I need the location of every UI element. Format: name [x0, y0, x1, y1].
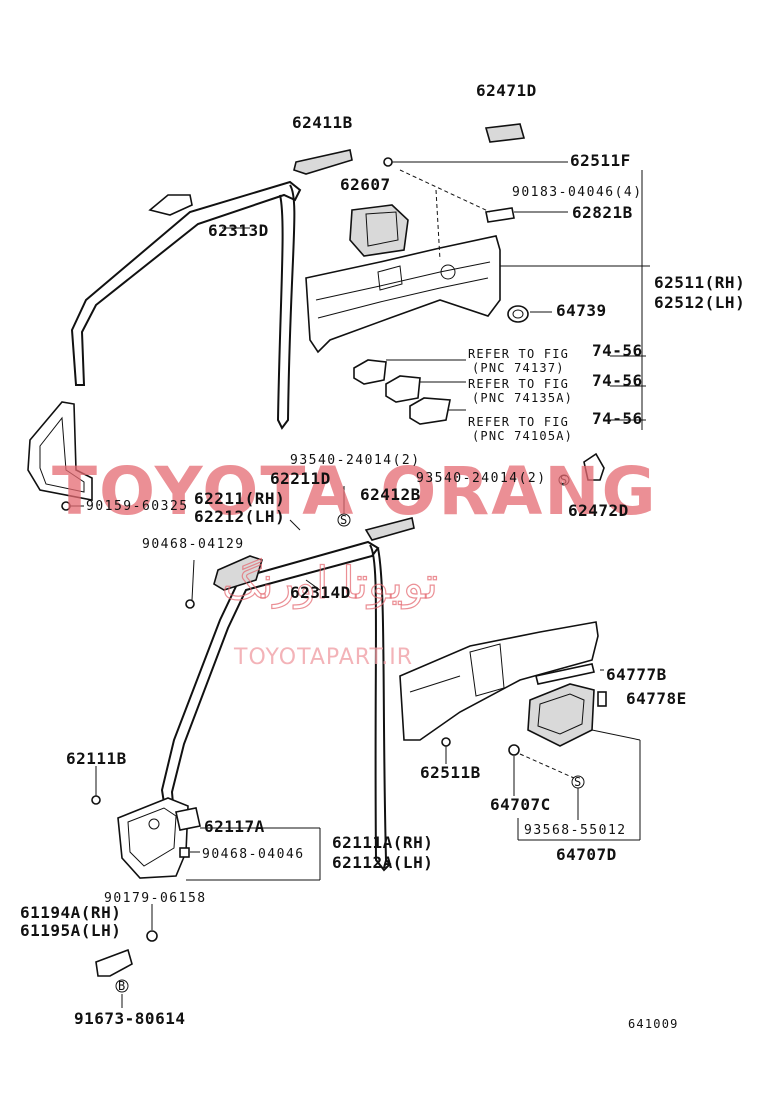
- label-62314d: 62314D: [290, 583, 351, 602]
- part-62821b: [485, 207, 515, 223]
- part-64777b: [535, 663, 595, 685]
- label-90179: 90179-06158: [104, 891, 207, 906]
- label-64777b: 64777B: [606, 665, 667, 684]
- part-64707d: [527, 683, 595, 747]
- label-62607: 62607: [340, 175, 391, 194]
- label-62511-rh: 62511(RH): [654, 273, 745, 292]
- label-ref2-c: 74-56: [592, 371, 643, 390]
- s-mark-3: S: [558, 473, 570, 487]
- label-64778e: 64778E: [626, 689, 687, 708]
- label-62117a: 62117A: [204, 817, 265, 836]
- label-62112a-lh: 62112A(LH): [332, 853, 433, 872]
- part-labels: 62471D 62411B 62511F 62607 90183-04046(4…: [20, 81, 745, 1031]
- watermark-brand: TOYOTA ORANG: [52, 453, 658, 530]
- handle-74135a: [385, 375, 421, 403]
- trim-62211: [213, 555, 263, 591]
- weatherstrip-62314d: [160, 540, 392, 872]
- label-90468-a: 90468-04129: [142, 537, 245, 552]
- label-ref1-a: REFER TO FIG: [468, 347, 569, 361]
- svg-text:S: S: [560, 473, 568, 487]
- svg-text:S: S: [574, 775, 582, 789]
- clip-62511f: [383, 157, 393, 167]
- label-ref2-a: REFER TO FIG: [468, 377, 569, 391]
- label-62211d: 62211D: [270, 469, 331, 488]
- b-mark: B: [115, 979, 129, 993]
- label-ref3-c: 74-56: [592, 409, 643, 428]
- panel-62111a: [117, 797, 189, 879]
- leader-lines: [70, 161, 650, 1008]
- svg-text:B: B: [118, 979, 126, 993]
- label-64739: 64739: [556, 301, 607, 320]
- label-62111a-rh: 62111A(RH): [332, 833, 433, 852]
- label-ref3-a: REFER TO FIG: [468, 415, 569, 429]
- label-62412b: 62412B: [360, 485, 421, 504]
- label-61194a-rh: 61194A(RH): [20, 903, 121, 922]
- bracket-lower-left: [27, 401, 93, 501]
- label-62111b: 62111B: [66, 749, 127, 768]
- label-ref1-b: (PNC 74137): [472, 361, 565, 375]
- label-62211-rh: 62211(RH): [194, 489, 285, 508]
- label-64707c: 64707C: [490, 795, 551, 814]
- watermark-site: TOYOTAPART.IR: [233, 645, 413, 670]
- label-ref3-b: (PNC 74105A): [472, 429, 573, 443]
- part-62471d: [484, 123, 526, 143]
- figure-code: 641009: [628, 1017, 679, 1031]
- panel-lower-right: [399, 621, 599, 741]
- part-64778e: [597, 691, 607, 707]
- label-93540-b: 93540-24014(2): [416, 471, 547, 486]
- label-90159: 90159-60325: [86, 499, 189, 514]
- label-ref2-b: (PNC 74135A): [472, 391, 573, 405]
- part-62117a: [175, 807, 201, 831]
- part-64739: [507, 305, 529, 323]
- trim-clip-top-left: [148, 194, 193, 216]
- panel-62511: [305, 235, 501, 354]
- label-93540-a: 93540-24014(2): [290, 453, 421, 468]
- label-90183: 90183-04046(4): [512, 185, 643, 200]
- label-62821b: 62821B: [572, 203, 633, 222]
- part-62472d: [583, 452, 605, 481]
- handle-74137: [353, 359, 387, 385]
- weatherstrip-62313d: [70, 180, 302, 430]
- part-62412b: [364, 517, 415, 541]
- s-mark-2: S: [571, 775, 585, 789]
- label-90468-b: 90468-04046: [202, 847, 305, 862]
- handle-74105a: [409, 397, 451, 425]
- bracket-61194a: [95, 948, 133, 977]
- label-64707d: 64707D: [556, 845, 617, 864]
- label-62512-lh: 62512(LH): [654, 293, 745, 312]
- svg-text:S: S: [340, 513, 348, 527]
- label-91673: 91673-80614: [74, 1009, 185, 1028]
- label-62472d: 62472D: [568, 501, 629, 520]
- label-ref1-c: 74-56: [592, 341, 643, 360]
- watermark-persian: تویوتا اورنگ: [222, 558, 438, 609]
- label-62511b: 62511B: [420, 763, 481, 782]
- label-93568: 93568-55012: [524, 823, 627, 838]
- label-62511f: 62511F: [570, 151, 631, 170]
- label-62313d: 62313D: [208, 221, 269, 240]
- label-62411b: 62411B: [292, 113, 353, 132]
- part-62411b: [293, 149, 353, 175]
- label-62471d: 62471D: [476, 81, 537, 100]
- label-62212-lh: 62212(LH): [194, 507, 285, 526]
- label-61195a-lh: 61195A(LH): [20, 921, 121, 940]
- part-62607: [349, 204, 409, 257]
